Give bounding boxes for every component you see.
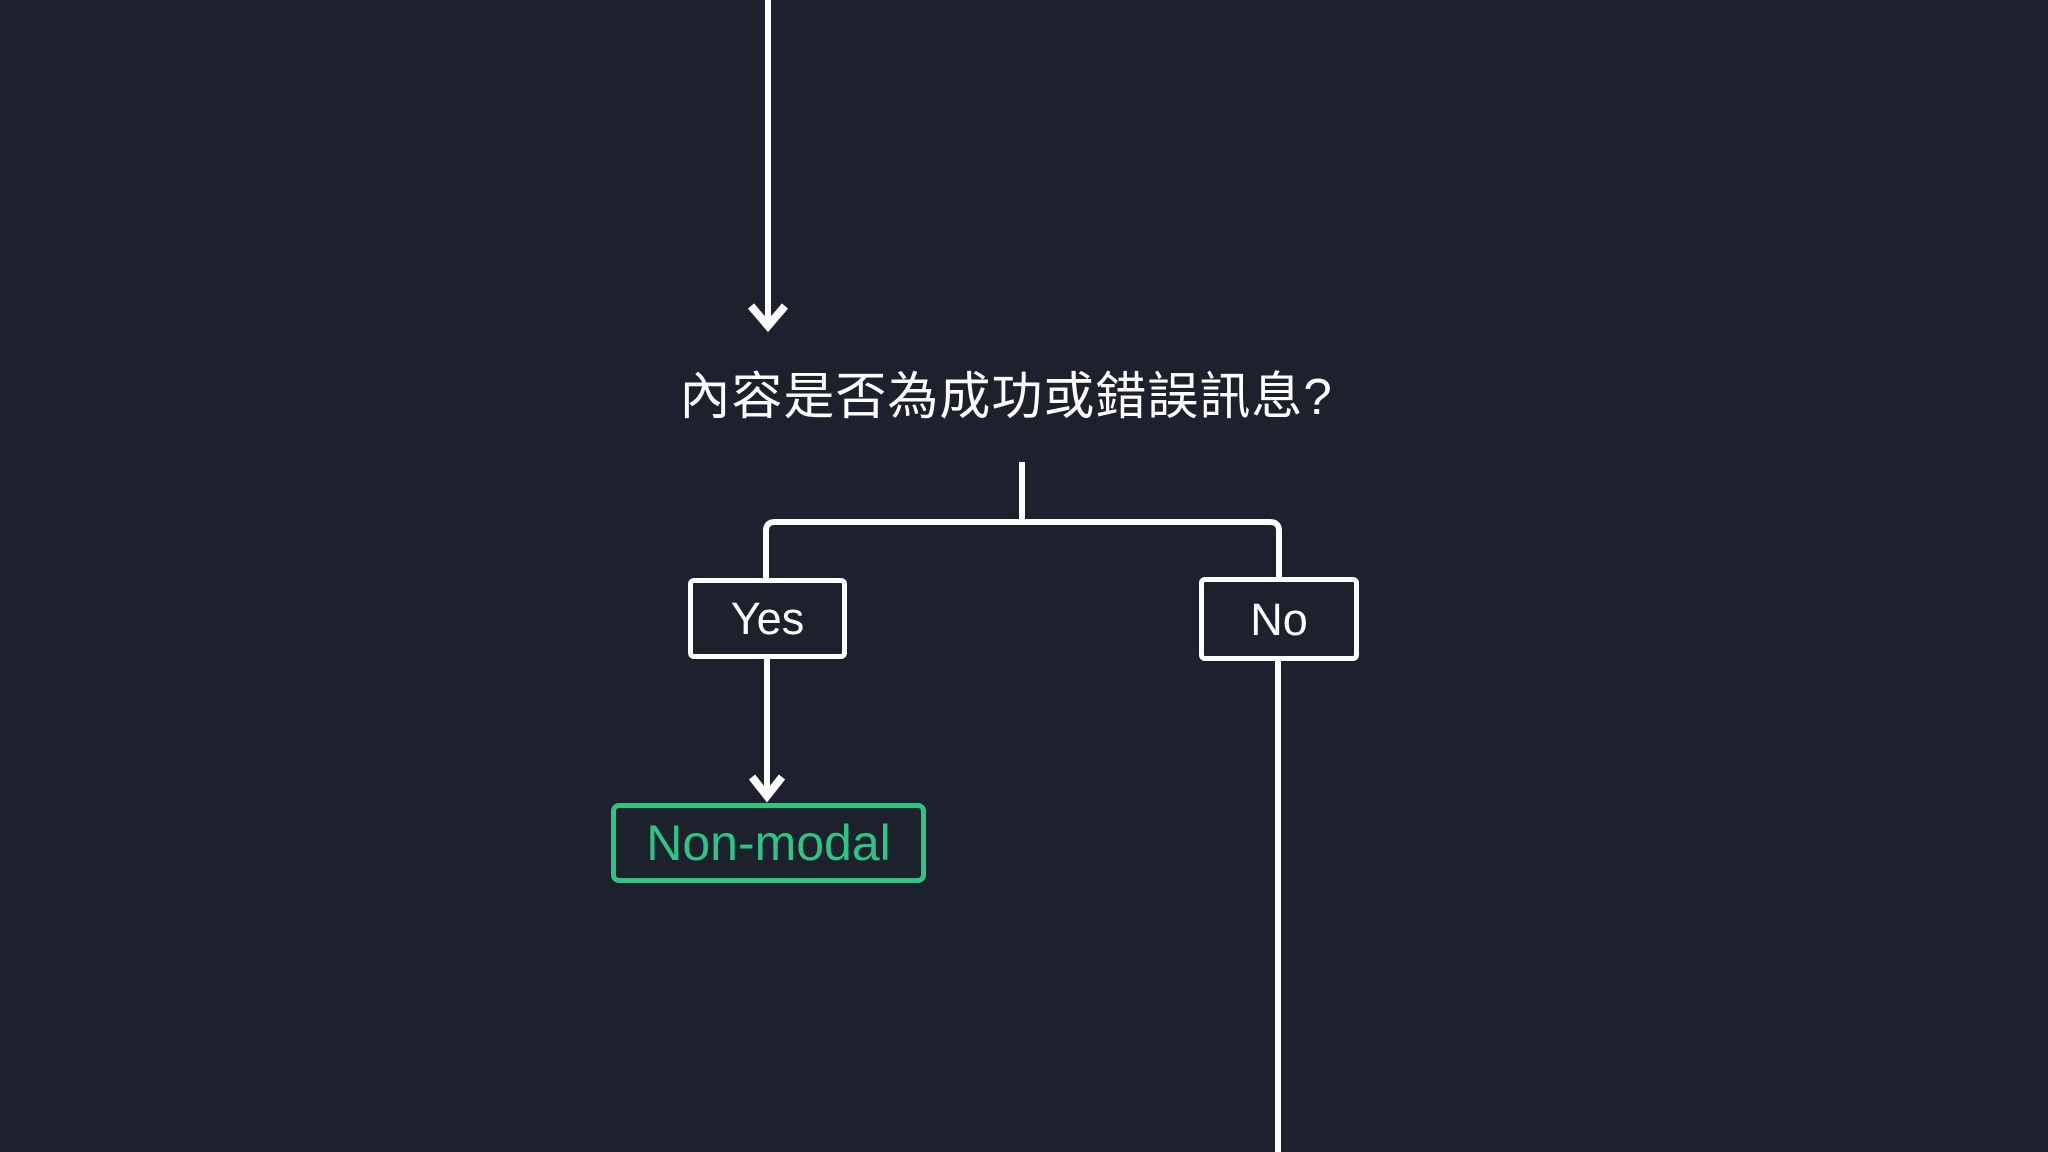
incoming-arrowhead-icon [747, 303, 789, 333]
nonmodal-node[interactable]: Non-modal [611, 803, 926, 883]
yes-label: Yes [730, 593, 805, 644]
yes-node[interactable]: Yes [688, 578, 847, 659]
question-node[interactable]: 內容是否為成功或錯誤訊息? [679, 368, 1333, 425]
no-label: No [1250, 593, 1308, 645]
no-node[interactable]: No [1199, 577, 1359, 661]
nonmodal-label: Non-modal [646, 815, 891, 871]
branch-connector [763, 519, 1282, 579]
yes-arrowhead-icon [748, 774, 786, 803]
